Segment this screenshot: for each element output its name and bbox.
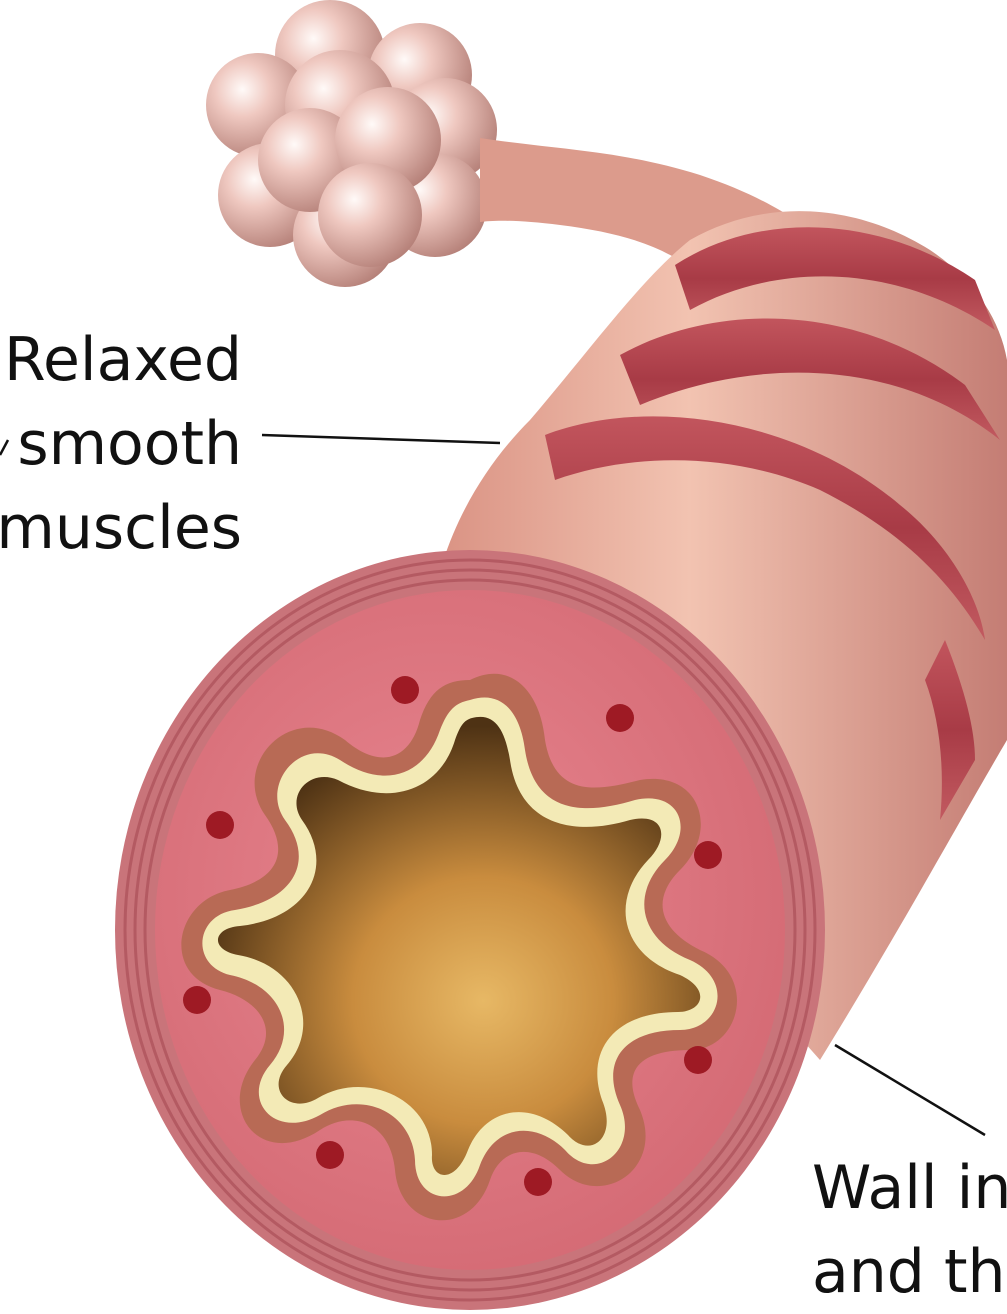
leader-line-muscles [262,435,500,443]
label-line: Relaxed [0,318,242,402]
label-line: smooth [0,402,242,486]
label-wall: Wall in and thi [812,1146,1007,1314]
alveoli-cluster [206,0,497,287]
airway-cross-section [115,550,825,1310]
label-line: muscles [0,486,242,570]
leader-line-wall [835,1045,985,1135]
label-line: and thi [812,1230,1007,1314]
label-line: Wall in [812,1146,1007,1230]
label-relaxed-smooth-muscles: Relaxed smooth muscles [0,318,242,570]
